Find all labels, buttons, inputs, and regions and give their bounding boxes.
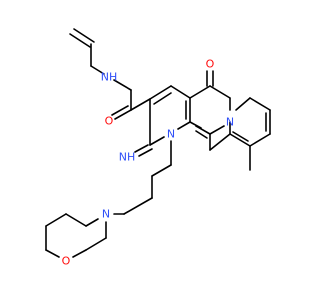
atom-label-allyl-nh: NH — [101, 71, 118, 84]
atom-label-amide-o: O — [105, 115, 114, 128]
atom-label-ring-n2: N — [226, 116, 234, 129]
molecule-structure-diagram: NH O NH N N O N O — [45, 28, 271, 268]
bond-skeleton — [45, 28, 271, 258]
atom-label-imine-nh: NH — [119, 151, 136, 164]
atom-label-ring-n1: N — [167, 128, 175, 141]
atom-label-ketone-o: O — [206, 58, 215, 71]
atom-labels: NH O NH N N O N O — [62, 58, 234, 268]
atom-label-morpholine-o: O — [62, 255, 71, 268]
atom-label-morpholine-n: N — [102, 208, 110, 221]
